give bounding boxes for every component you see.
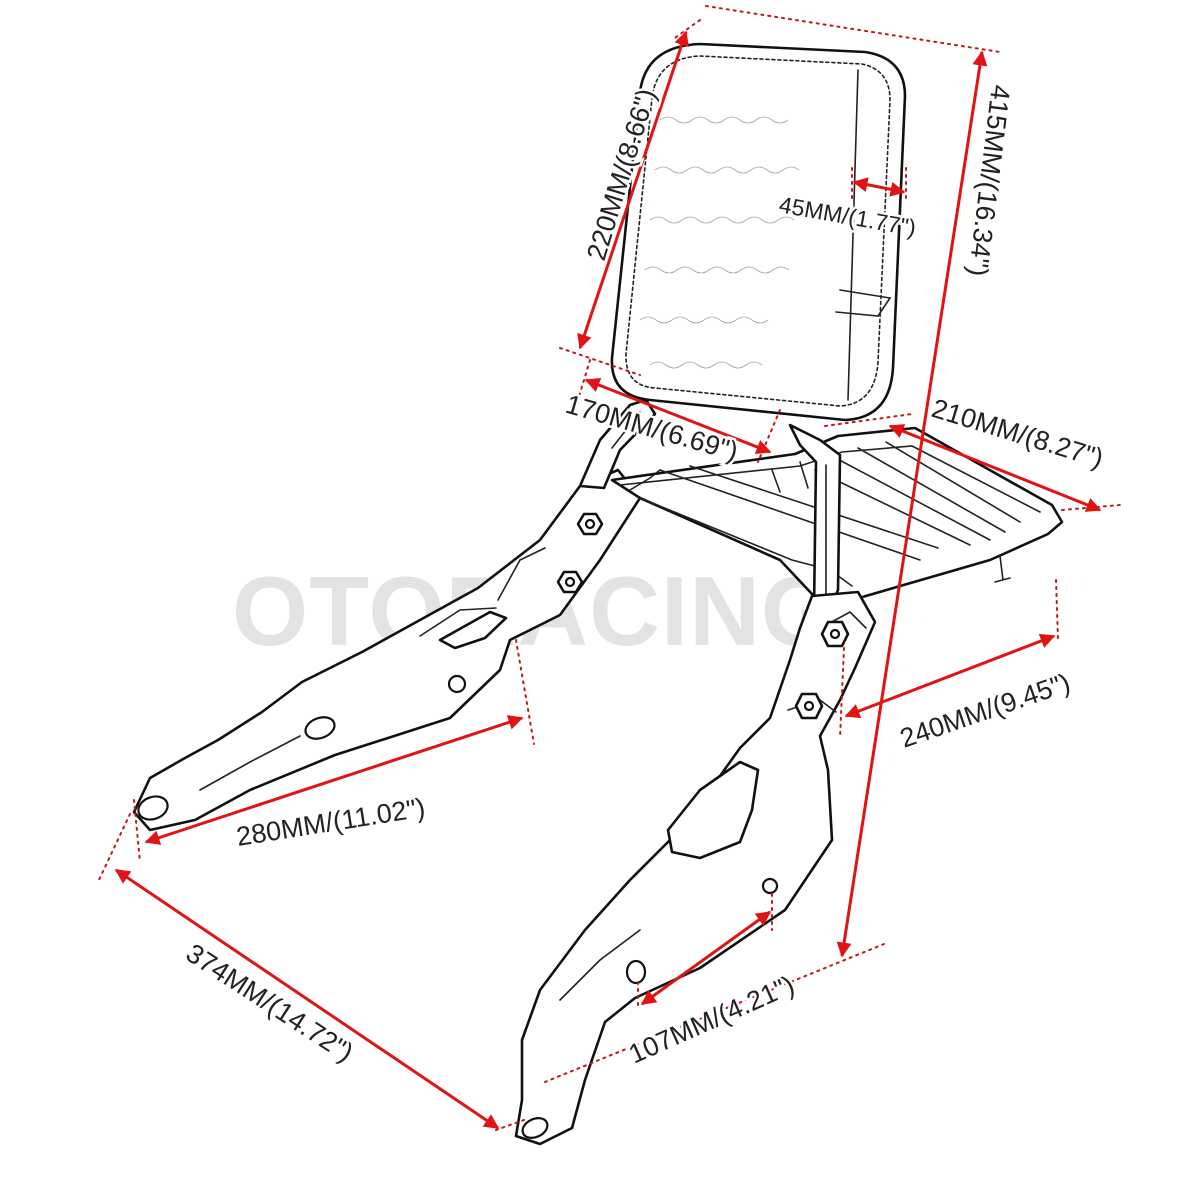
right-side-plate (514, 590, 877, 1146)
bolt-icon (820, 620, 850, 648)
dim-arrow-rack-width (888, 424, 1102, 512)
label-side-plate-length: 280MM/(11.02") (234, 792, 427, 851)
plate-cutout (438, 610, 508, 650)
dim-arrow-side-plate-length (144, 715, 524, 845)
mount-hole (521, 1117, 549, 1139)
dimension-lines (97, 5, 1121, 1131)
label-rack-depth: 240MM/(9.45") (896, 667, 1074, 753)
label-bottom-width: 374MM/(14.72") (181, 938, 359, 1068)
bolt-icon (794, 692, 824, 720)
dim-arrow-bottom-width (114, 868, 500, 1130)
label-total-height: 415MM/(16.34") (963, 83, 1016, 278)
dim-arrow-pad-thickness (852, 177, 906, 197)
dim-arrow-pad-height (577, 30, 689, 350)
mount-hole (761, 877, 779, 895)
mount-hole (447, 674, 467, 694)
plate-cutout (666, 760, 760, 860)
dim-arrow-pad-width (584, 377, 772, 455)
dim-arrow-hole-spacing (640, 910, 772, 1006)
mount-hole (625, 959, 647, 985)
bolt-icon (556, 570, 584, 594)
bolt-icon (576, 512, 604, 536)
dim-arrow-rack-depth (844, 633, 1056, 719)
